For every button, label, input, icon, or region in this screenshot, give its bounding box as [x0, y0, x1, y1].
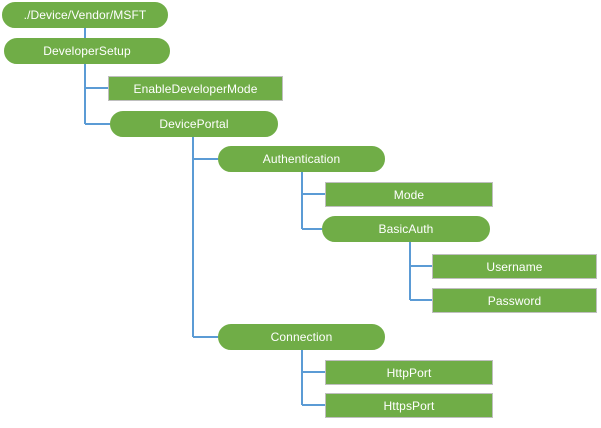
tree-node-deviceportal[interactable]: DevicePortal: [110, 111, 278, 137]
tree-node-label: HttpPort: [386, 365, 432, 380]
connector-authentication-to-mode: [301, 172, 325, 195]
connector-developersetup-to-enabledevelopermode: [84, 64, 108, 89]
tree-node-label: DevicePortal: [159, 117, 229, 131]
tree-node-mode[interactable]: Mode: [325, 182, 493, 207]
tree-node-label: EnableDeveloperMode: [133, 81, 258, 96]
tree-node-httpsport[interactable]: HttpsPort: [325, 393, 493, 418]
connector-basicauth-to-username: [409, 242, 432, 267]
connector-connection-to-httpsport: [301, 350, 325, 406]
connector-deviceportal-to-authentication: [192, 137, 218, 160]
tree-node-label: Connection: [270, 330, 333, 344]
tree-node-label: ./Device/Vendor/MSFT: [23, 8, 147, 22]
connector-deviceportal-to-connection: [192, 137, 218, 338]
connector-connection-to-httpport: [301, 350, 325, 373]
tree-node-basicauth[interactable]: BasicAuth: [322, 216, 490, 242]
tree-node-label: Mode: [393, 187, 425, 202]
tree-node-username[interactable]: Username: [432, 254, 597, 279]
tree-node-label: Username: [486, 259, 543, 274]
tree-node-label: Password: [487, 293, 542, 308]
tree-node-label: BasicAuth: [378, 222, 434, 236]
tree-node-password[interactable]: Password: [432, 288, 597, 313]
tree-node-httpport[interactable]: HttpPort: [325, 360, 493, 385]
tree-node-connection[interactable]: Connection: [218, 324, 385, 350]
connector-developersetup-to-deviceportal: [84, 64, 110, 125]
tree-node-label: Authentication: [262, 152, 341, 166]
tree-node-label: HttpsPort: [383, 398, 435, 413]
connector-basicauth-to-password: [409, 242, 432, 301]
tree-node-label: DeveloperSetup: [43, 44, 131, 58]
tree-node-enabledevelopermode[interactable]: EnableDeveloperMode: [108, 76, 283, 101]
tree-node-authentication[interactable]: Authentication: [218, 146, 385, 172]
tree-node-developersetup[interactable]: DeveloperSetup: [4, 38, 170, 64]
connector-authentication-to-basicauth: [301, 172, 322, 230]
tree-node-root[interactable]: ./Device/Vendor/MSFT: [2, 2, 168, 28]
